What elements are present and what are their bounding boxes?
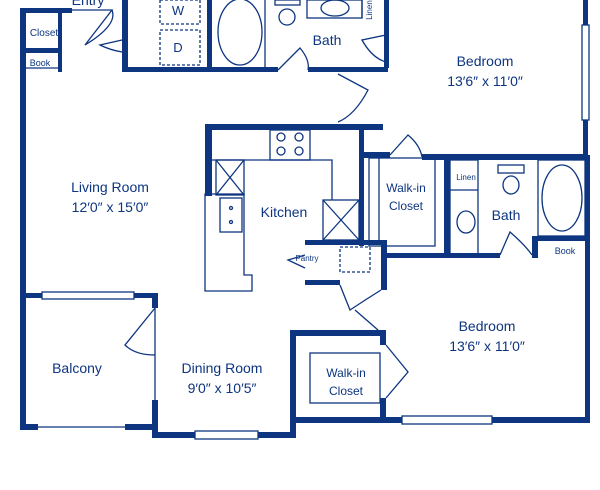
linen-2-label: Linen	[456, 173, 476, 182]
dining-room-size: 9′0″ x 10′5″	[188, 380, 257, 396]
fixtures	[26, 0, 586, 404]
walkin-closet-2-line1: Walk-in	[326, 366, 366, 380]
doors	[72, 9, 533, 399]
linen-label: Linen	[365, 0, 374, 20]
walkin-closet-1-line2: Closet	[389, 199, 424, 213]
closet-label: Closet	[30, 28, 59, 39]
living-room-size: 12′0″ x 15′0″	[72, 199, 149, 215]
bedroom-1-name: Bedroom	[457, 53, 514, 69]
entry-label: Entry	[72, 0, 105, 8]
dryer-label: D	[173, 40, 182, 55]
bedroom-2-size: 13′6″ x 11′0″	[449, 338, 525, 354]
balcony-label: Balcony	[52, 360, 102, 376]
labels: Entry Closet Book W D Bath Linen Bedroom…	[30, 0, 576, 398]
windows	[38, 24, 590, 440]
book-label: Book	[30, 58, 51, 68]
bedroom-2-name: Bedroom	[459, 318, 516, 334]
bath-2-label: Bath	[492, 207, 521, 223]
dining-room-name: Dining Room	[182, 360, 263, 376]
book-2-label: Book	[555, 246, 576, 256]
walkin-closet-2-line2: Closet	[329, 384, 364, 398]
washer-label: W	[172, 3, 185, 18]
pantry-label: Pantry	[295, 254, 318, 263]
bedroom-1-size: 13′6″ x 11′0″	[447, 73, 523, 89]
living-room-name: Living Room	[71, 179, 149, 195]
bath-label: Bath	[313, 32, 342, 48]
kitchen-label: Kitchen	[261, 204, 308, 220]
walkin-closet-1-line1: Walk-in	[386, 181, 426, 195]
